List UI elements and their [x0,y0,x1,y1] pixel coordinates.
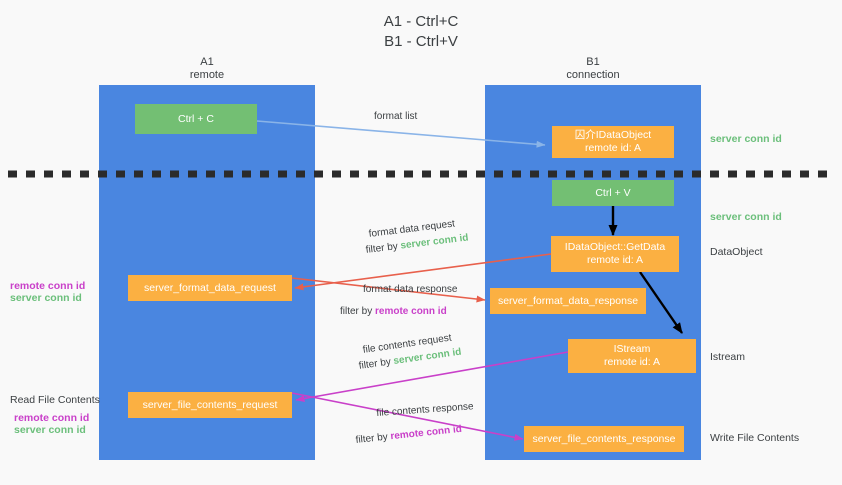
edge-label-format-list: format list [374,111,418,122]
box-server-file-contents-response[interactable]: server_file_contents_response [524,426,684,452]
annotation-dataobject: DataObject [710,246,763,258]
box-ctrl-v[interactable]: Ctrl + V [552,180,674,206]
box-server-file-contents-request[interactable]: server_file_contents_request [128,392,292,418]
box-idataobject-getdata[interactable]: IDataObject::GetData remote id: A [551,236,679,272]
column-header-b1: B1 connection [566,56,620,81]
annotation-server-conn-id-1: server conn id [10,292,82,304]
annotation-write-file-contents: Write File Contents [710,432,800,444]
box-server-format-data-request[interactable]: server_format_data_request [128,275,292,301]
box-server-format-data-response[interactable]: server_format_data_response [490,288,646,314]
annotation-read-file-contents: Read File Contents [10,394,100,406]
annotation-server-conn-id-top: server conn id [710,133,782,145]
filter-prefix: filter by [355,431,392,446]
annotation-server-conn-id-2: server conn id [14,424,86,436]
edge-label-file-contents-response-line1: file contents response [376,401,474,419]
filter-value-remote-conn-id: remote conn id [375,306,447,317]
filter-prefix: filter by [358,356,395,372]
column-header-a1: A1 remote [189,56,225,81]
annotation-server-conn-id-mid: server conn id [710,211,782,223]
edge-label-file-contents-response: file contents response [376,400,474,421]
filter-prefix: filter by [340,306,376,317]
box-idataobject[interactable]: 囚介IDataObject remote id: A [552,126,674,158]
annotation-remote-conn-id-2: remote conn id [14,412,90,424]
edge-label-file-contents-response-filter: filter by remote conn id [355,423,463,448]
filter-prefix: filter by [365,240,402,256]
box-ctrl-c[interactable]: Ctrl + C [135,104,257,134]
edge-label-format-data-response: format data response [363,283,458,297]
annotation-istream: Istream [710,351,746,363]
annotation-remote-conn-id-1: remote conn id [10,280,86,292]
box-istream[interactable]: IStream remote id: A [568,339,696,373]
filter-value-remote-conn-id: remote conn id [389,423,463,443]
edge-label-format-data-response-line1: format data response [363,284,458,295]
page-title: A1 - Ctrl+C B1 - Ctrl+V [383,13,459,50]
edge-label-format-data-response-filter: filter by remote conn id [340,305,447,319]
